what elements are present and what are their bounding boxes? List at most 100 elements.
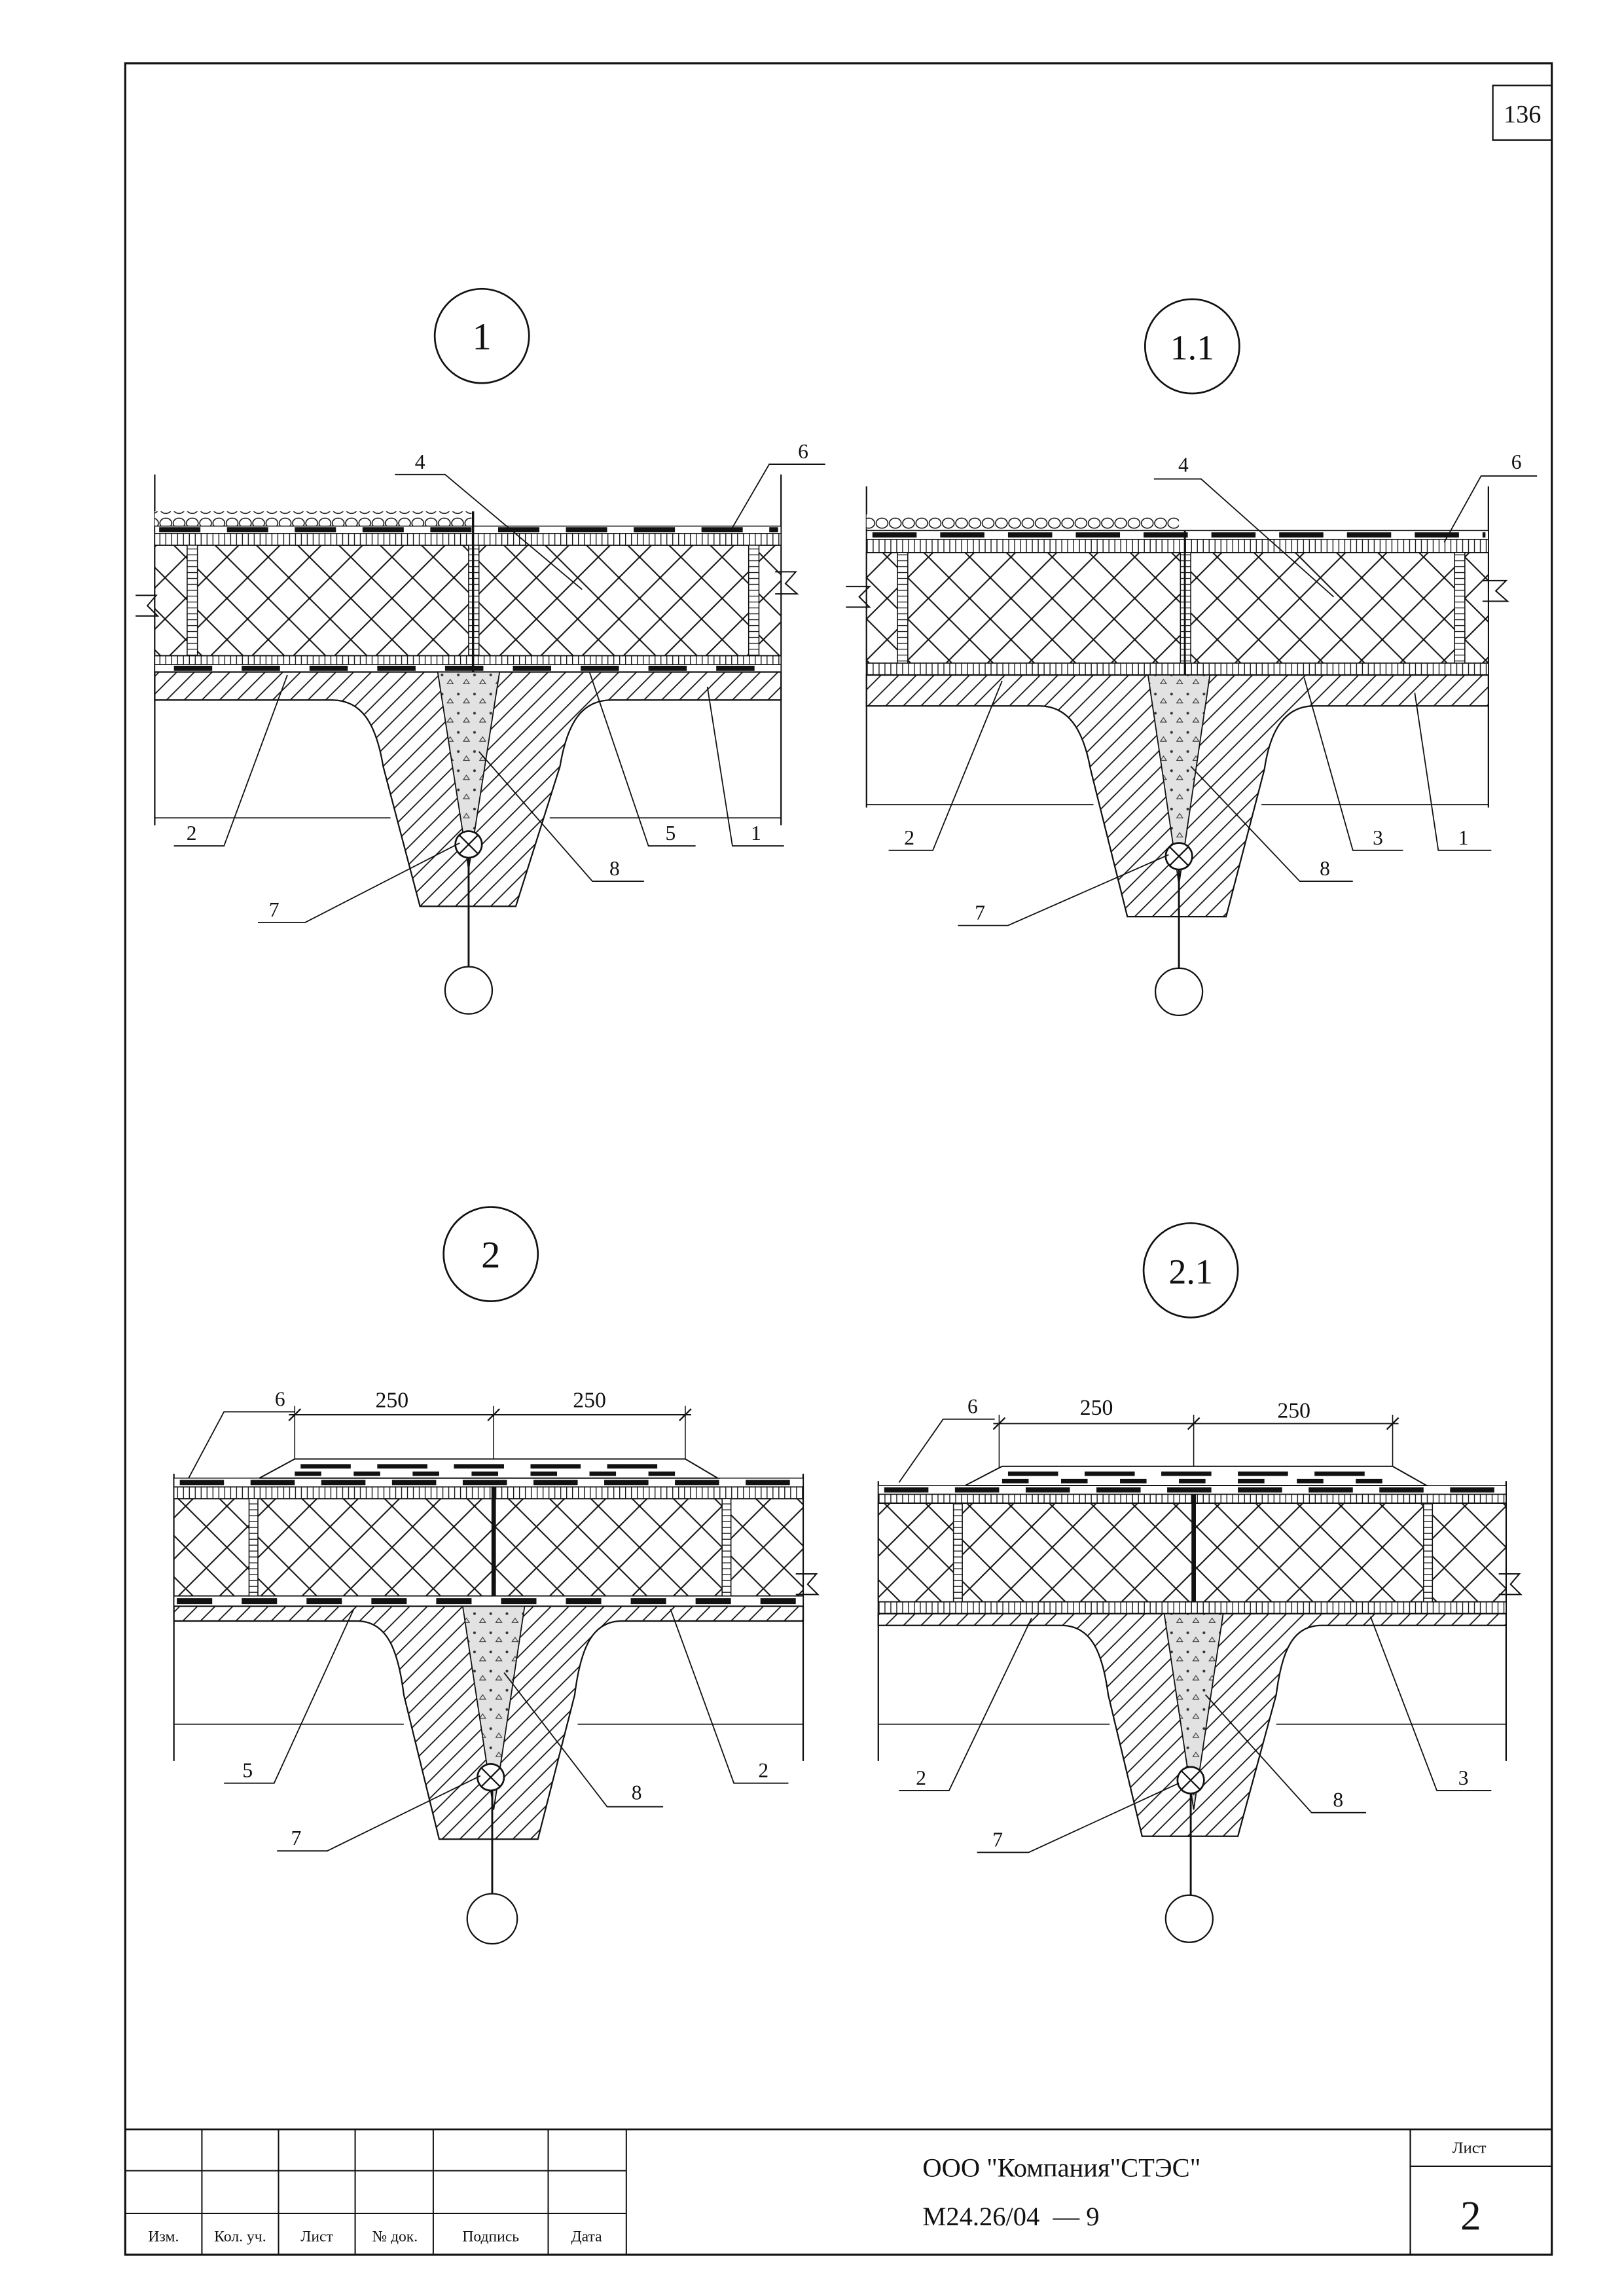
callout-6-number: 6: [275, 1387, 285, 1410]
stud-right: [721, 1498, 732, 1597]
stud-left: [897, 552, 909, 664]
organization-name: ООО "Компания"СТЭС": [922, 2153, 1200, 2183]
top-board: [173, 1486, 804, 1500]
callout-4-number: 4: [1178, 453, 1189, 476]
callout-2: 2: [888, 680, 1003, 851]
callout-1-number: 1: [751, 822, 761, 845]
bottom-board: [866, 663, 1489, 676]
detail-1-1-marker-circle: [1144, 298, 1240, 395]
dimension-right: 250: [573, 1389, 606, 1413]
break-mark-right: [1498, 1573, 1523, 1595]
callout-2: 2: [899, 1618, 1032, 1791]
insulation-block: [154, 544, 782, 657]
title-block: Изм. Кол. уч. Лист № док. Подпись Дата О…: [125, 2128, 1552, 2255]
stud-left: [248, 1498, 259, 1597]
document-code: М24.26/04 — 9: [922, 2202, 1099, 2231]
callout-6: 6: [1443, 450, 1538, 543]
callout-1: 1: [1414, 692, 1492, 851]
callout-7-number: 7: [975, 902, 985, 924]
insulation-block: [865, 552, 1489, 664]
callout-4: 4: [395, 450, 583, 591]
sheet-number-box: [1409, 2129, 1552, 2255]
callout-7: 7: [257, 842, 460, 924]
callout-6-number: 6: [1511, 450, 1522, 473]
dimension-left: 250: [1080, 1396, 1113, 1420]
detail-1-1-section: [846, 486, 1509, 1017]
sheet-badge-box: [1492, 84, 1553, 141]
detail-1: 1: [135, 287, 825, 1015]
callout-6: 6: [898, 1395, 995, 1483]
detail-1-label: 1: [473, 315, 492, 357]
callout-5: 5: [588, 672, 696, 847]
break-mark-right: [795, 1573, 820, 1595]
column-header-date: Дата: [571, 2229, 602, 2246]
insulation-block: [173, 1498, 804, 1597]
dimension-left: 250: [376, 1389, 409, 1413]
detail-2-section: [173, 1458, 820, 1945]
detail-2-1: 2.1 250 250: [877, 1222, 1523, 1943]
bottom-membrane: [154, 664, 782, 673]
callout-2: 2: [670, 1609, 789, 1784]
reinforcing-strip: [965, 1465, 1430, 1486]
detail-2: 2 250 250: [173, 1206, 820, 1945]
gravel-layer: [154, 511, 472, 526]
rebar-symbol: [454, 830, 483, 859]
callout-4: 4: [1153, 453, 1335, 598]
detail-2-marker-circle: [442, 1206, 539, 1302]
callout-2: 2: [173, 674, 288, 847]
callout-2-number: 2: [758, 1759, 768, 1782]
callout-7: 7: [277, 1775, 481, 1852]
callout-5-number: 5: [242, 1759, 253, 1782]
bottom-board: [154, 655, 782, 665]
detail-1-1-label: 1.1: [1170, 328, 1215, 367]
callout-3-number: 3: [1458, 1766, 1469, 1789]
anchor-circle: [1154, 967, 1204, 1017]
column-header-signature: Подпись: [462, 2229, 519, 2246]
callout-1: 1: [706, 686, 784, 847]
detail-1-section: [135, 474, 799, 1015]
callout-6-number: 6: [967, 1395, 978, 1418]
rebar-symbol: [477, 1763, 505, 1792]
callout-5: 5: [224, 1609, 355, 1784]
callout-2-number: 2: [904, 826, 914, 849]
callout-8-number: 8: [609, 857, 620, 880]
callout-4-number: 4: [415, 450, 425, 473]
callout-7: 7: [958, 854, 1169, 926]
grout-joint: [437, 671, 501, 870]
callout-7: 7: [977, 1782, 1180, 1853]
bottom-membrane: [173, 1595, 804, 1607]
callout-8: 8: [1204, 1694, 1367, 1813]
top-board: [154, 533, 782, 546]
detail-2-1-section: [877, 1465, 1523, 1943]
callout-5-number: 5: [665, 822, 676, 845]
top-board: [866, 539, 1489, 553]
rebar-symbol: [1176, 1766, 1205, 1795]
dimension-right: 250: [1277, 1398, 1310, 1423]
reinforcing-strip: [259, 1458, 721, 1479]
top-membrane: [154, 525, 782, 534]
anchor-circle: [466, 1893, 518, 1945]
column-header-document: № док.: [372, 2229, 418, 2246]
revision-grid: [125, 2129, 627, 2255]
callout-8-number: 8: [1333, 1789, 1343, 1812]
anchor-circle: [1164, 1894, 1214, 1943]
callout-8: 8: [1190, 765, 1353, 882]
top-membrane: [173, 1477, 804, 1488]
gravel-layer: [866, 514, 1180, 530]
callout-7-number: 7: [291, 1827, 302, 1850]
detail-2-1-marker-circle: [1142, 1222, 1239, 1319]
callout-6: 6: [188, 1387, 295, 1479]
callout-1-number: 1: [1458, 826, 1469, 849]
top-membrane: [878, 1485, 1507, 1495]
rebar-symbol: [1164, 842, 1193, 871]
callout-8-number: 8: [1320, 857, 1330, 880]
break-mark-right: [775, 571, 799, 595]
detail-2-label: 2: [481, 1233, 500, 1276]
sheet-label: Лист: [1453, 2140, 1487, 2157]
column-header-quantity: Кол. уч.: [214, 2229, 266, 2246]
top-membrane: [866, 530, 1489, 540]
callout-8: 8: [503, 1672, 664, 1808]
callout-8: 8: [478, 751, 644, 882]
